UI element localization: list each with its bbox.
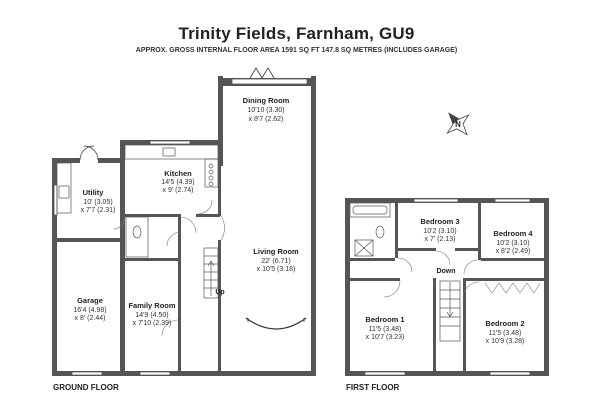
family-room-name: Family Room [128,301,175,310]
floor-area-subtitle: APPROX. GROSS INTERNAL FLOOR AREA 1591 S… [135,47,458,54]
bedroom-2-name: Bedroom 2 [485,319,524,328]
page-title: Trinity Fields, Farnham, GU9 [178,24,415,43]
utility-name: Utility [83,188,105,197]
bedroom-2-dim2: x 10'9 (3.28) [486,338,525,345]
first-stairs [439,280,461,342]
garage-dim1: 16'4 (4.98) [73,307,106,314]
utility-doors [79,145,99,161]
garage-name: Garage [77,296,103,305]
kitchen-units [124,144,219,188]
bedroom-4-name: Bedroom 4 [493,229,533,238]
ground-stairs-up-label: Up [215,289,224,296]
first-floor-label: FIRST FLOOR [346,383,400,392]
first-windows [364,198,531,376]
bedroom-1-dim1: 11'5 (3.48) [369,326,402,333]
bedroom-3-dim2: x 7' (2.13) [425,236,456,243]
utility-units [56,162,72,214]
compass-icon: N [446,112,470,136]
living-room-name: Living Room [253,247,299,256]
ground-floor-label: GROUND FLOOR [53,383,119,392]
family-room-dim1: 14'9 (4.50) [135,312,168,319]
bedroom-4-dim2: x 8'2 (2.49) [496,248,531,255]
first-door-swings [383,250,480,299]
bedroom-1-name: Bedroom 1 [365,315,404,324]
bedroom-3-dim1: 10'2 (3.10) [423,228,456,235]
wardrobes [484,282,541,294]
compass-north-label: N [455,120,461,129]
dining-room-name: Dining Room [243,96,290,105]
bedroom-3-name: Bedroom 3 [420,217,459,226]
bedroom-1-dim2: x 10'7 (3.23) [366,334,405,341]
garage-dim2: x 8' (2.44) [75,315,106,322]
kitchen-dim1: 14'5 (4.39) [161,179,194,186]
utility-dim1: 10' (3.05) [83,199,112,206]
living-room-dim2: x 10'5 (3.18) [257,266,296,273]
ground-wc [125,216,149,258]
utility-dim2: x 7'7 (2.31) [81,207,116,214]
dining-room-dim1: 10'10 (3.30) [247,107,284,114]
room-labels: Dining Room 10'10 (3.30) x 8'7 (2.62) Ki… [73,96,533,345]
bedroom-4-dim1: 10'2 (3.10) [496,240,529,247]
bedroom-2-dim1: 11'5 (3.48) [489,330,522,337]
ground-stairs [203,247,219,299]
kitchen-dim2: x 9' (2.74) [163,187,194,194]
kitchen-name: Kitchen [164,169,192,178]
dining-room-dim2: x 8'7 (2.62) [249,116,284,123]
first-floor-plan [345,198,549,376]
ground-windows [53,78,308,376]
family-room-dim2: x 7'10 (2.39) [133,320,172,327]
bifold-doors [249,67,275,79]
living-room-bay [245,317,307,330]
bathroom-fittings [349,202,391,257]
ground-door-swings [112,199,225,337]
ground-floor-plan [52,67,316,376]
first-stairs-down-label: Down [436,268,455,275]
living-room-dim1: 22' (6.71) [261,258,290,265]
